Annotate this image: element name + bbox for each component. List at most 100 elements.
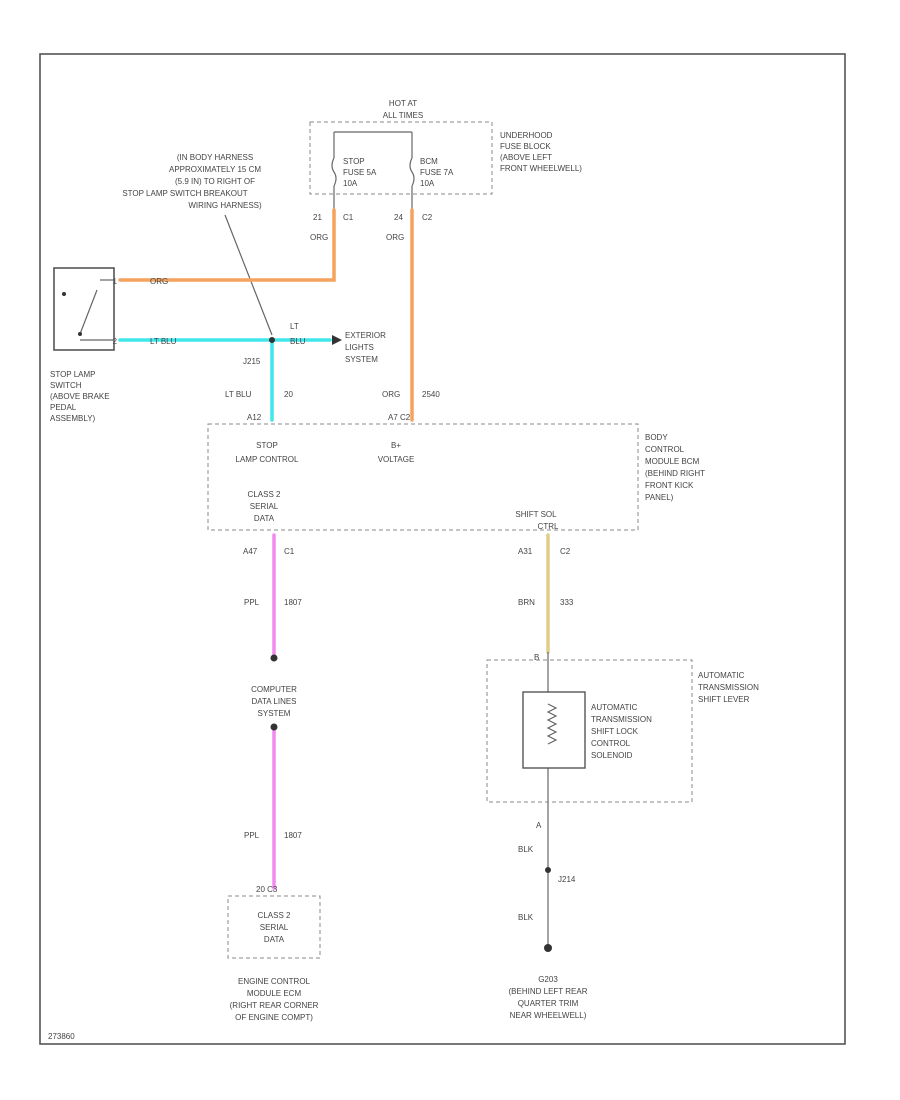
bcm-shift-sol-1: SHIFT SOL	[515, 510, 557, 519]
splice-note-line-2: APPROXIMATELY 15 CM	[169, 165, 261, 174]
ecm-name-2: MODULE ECM	[247, 989, 302, 998]
switch-org-label: ORG	[150, 277, 168, 286]
ground-name-3: QUARTER TRIM	[518, 999, 579, 1008]
lt-label-top: LT	[290, 322, 299, 331]
computer-data-3: SYSTEM	[258, 709, 291, 718]
ecm-inner-3: DATA	[264, 935, 285, 944]
brn-num-label: 333	[560, 598, 574, 607]
splice-note-line-1: (IN BODY HARNESS	[177, 153, 253, 162]
bcm-stop-lamp-1: STOP	[256, 441, 278, 450]
stop-switch-name-3: (ABOVE BRAKE	[50, 392, 110, 401]
ppl-num-label: 1807	[284, 598, 302, 607]
solenoid-label-4: CONTROL	[591, 739, 631, 748]
brn-label: BRN	[518, 598, 535, 607]
switch-ltblu-label: LT BLU	[150, 337, 177, 346]
solenoid-label-3: SHIFT LOCK	[591, 727, 639, 736]
a31-pin-label: A31	[518, 547, 533, 556]
solenoid-label-5: SOLENOID	[591, 751, 633, 760]
splice-note-leader	[224, 214, 273, 336]
bcm-in-org-num: 2540	[422, 390, 440, 399]
w2-color-label: ORG	[386, 233, 404, 242]
blk-label: BLK	[518, 845, 534, 854]
fuse1-label-amps: 10A	[343, 179, 358, 188]
solenoid-pin-b: B	[534, 653, 539, 662]
bcm-name-6: PANEL)	[645, 493, 674, 502]
engine-control-module: 20 C3 CLASS 2 SERIAL DATA ENGINE CONTROL…	[227, 885, 321, 1022]
fuse1-label-rating: FUSE 5A	[343, 168, 377, 177]
fuse1-label-name: STOP	[343, 157, 365, 166]
ecm-name-1: ENGINE CONTROL	[238, 977, 311, 986]
switch-pin-2: 2	[113, 337, 118, 346]
fuse2-label-amps: 10A	[420, 179, 435, 188]
bcm-class2-3: DATA	[254, 514, 275, 523]
a47-conn-label: C1	[284, 547, 295, 556]
shift-lever-name-1: AUTOMATIC	[698, 671, 745, 680]
ecm-outline	[227, 895, 321, 959]
bcm-name-1: BODY	[645, 433, 668, 442]
orange-wire-stop	[118, 208, 336, 282]
fuse2-label-rating: FUSE 7A	[420, 168, 454, 177]
bcm-bplus-1: B+	[391, 441, 401, 450]
bcm-bplus-2: VOLTAGE	[378, 455, 415, 464]
bcm-name-4: (BEHIND RIGHT	[645, 469, 705, 478]
splice-note-line-4: STOP LAMP SWITCH BREAKOUT	[122, 189, 247, 198]
figure-id: 273860	[48, 1032, 75, 1041]
data-lines-terminal-upper	[270, 654, 278, 662]
all-times-label: ALL TIMES	[383, 111, 423, 120]
fuse-block-outline	[309, 121, 493, 195]
exterior-label-1: EXTERIOR	[345, 331, 386, 340]
ground-name-1: G203	[538, 975, 558, 984]
splice-note-line-3: (5.9 IN) TO RIGHT OF	[175, 177, 255, 186]
bcm-class2-2: SERIAL	[250, 502, 279, 511]
switch-contact-top	[62, 292, 66, 296]
exterior-lights-arrow	[332, 335, 342, 345]
w1-pin-label: C1	[343, 213, 354, 222]
hot-at-label: HOT AT	[389, 99, 417, 108]
bcm-in-ltblu-num: 20	[284, 390, 293, 399]
blk2-label: BLK	[518, 913, 534, 922]
switch-blade	[79, 289, 98, 335]
solenoid-label-1: AUTOMATIC	[591, 703, 638, 712]
bcm-outline	[207, 423, 639, 531]
ground-splice-label: J214	[558, 875, 576, 884]
computer-data-2: DATA LINES	[251, 697, 296, 706]
solenoid-pin-a: A	[536, 821, 542, 830]
ecm-pin-label: 20 C3	[256, 885, 278, 894]
stop-switch-name-2: SWITCH	[50, 381, 82, 390]
w1-color-label: ORG	[310, 233, 328, 242]
bcm-stop-lamp-2: LAMP CONTROL	[236, 455, 300, 464]
stop-switch-box	[53, 267, 115, 351]
splice-id-label: J215	[243, 357, 261, 366]
lt-label-bottom: BLU	[290, 337, 306, 346]
fuse-block-name-2: FUSE BLOCK	[500, 142, 551, 151]
stop-switch-name-5: ASSEMBLY)	[50, 414, 96, 423]
shift-lever-outline	[486, 659, 693, 803]
fuse2-symbol	[409, 157, 415, 187]
bcm-name-3: MODULE BCM	[645, 457, 700, 466]
shift-lever-name-3: SHIFT LEVER	[698, 695, 750, 704]
solenoid-box	[522, 691, 586, 769]
bcm-name-5: FRONT KICK	[645, 481, 694, 490]
ppl2-num-label: 1807	[284, 831, 302, 840]
bcm-pin-left: A12	[247, 413, 262, 422]
bcm-in-ltblu-label: LT BLU	[225, 390, 252, 399]
bcm-pin-right: A7 C2	[388, 413, 411, 422]
w1-circuit-label: 21	[313, 213, 322, 222]
switch-pin-1: 1	[113, 277, 118, 286]
solenoid-coil	[546, 703, 558, 745]
w2-circuit-label: 24	[394, 213, 403, 222]
w2-pin-label: C2	[422, 213, 433, 222]
fuse-block-name-3: (ABOVE LEFT	[500, 153, 552, 162]
computer-data-1: COMPUTER	[251, 685, 297, 694]
exterior-label-2: LIGHTS	[345, 343, 374, 352]
stop-lamp-switch: STOP LAMP SWITCH (ABOVE BRAKE PEDAL ASSE…	[50, 267, 115, 423]
fuse2-label-name: BCM	[420, 157, 438, 166]
ecm-name-3: (RIGHT REAR CORNER	[230, 1001, 319, 1010]
shift-lever: B AUTOMATIC TRANSMISSION SHIFT LOCK CONT…	[486, 653, 759, 803]
bcm-in-org-label: ORG	[382, 390, 400, 399]
splice-note-line-5: WIRING HARNESS)	[188, 201, 262, 210]
ecm-inner-1: CLASS 2	[258, 911, 291, 920]
ground-name-4: NEAR WHEELWELL)	[510, 1011, 587, 1020]
splice-j215-dot	[269, 337, 275, 343]
